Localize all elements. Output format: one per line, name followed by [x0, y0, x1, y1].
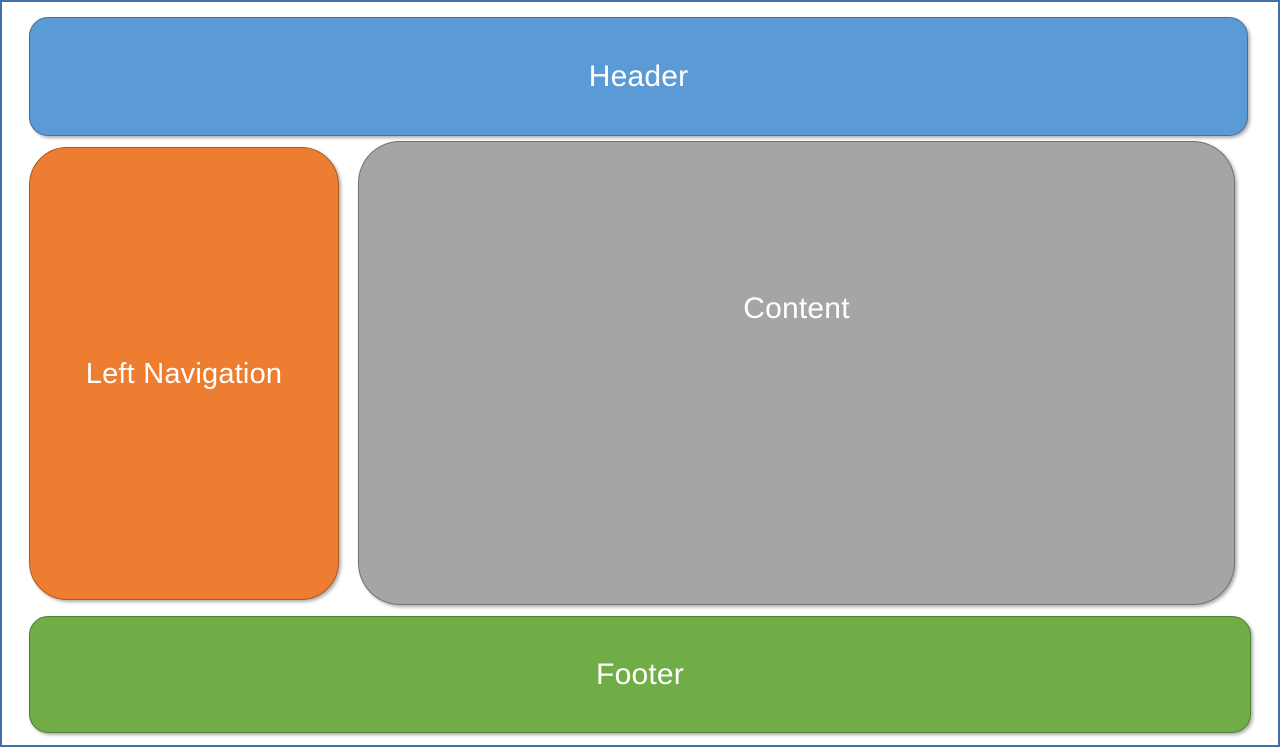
footer-block-label: Footer	[596, 657, 684, 691]
content-block-label: Content	[743, 292, 850, 325]
footer-block[interactable]: Footer	[29, 616, 1251, 733]
left-navigation-block[interactable]: Left Navigation	[29, 147, 339, 600]
left-navigation-block-label: Left Navigation	[85, 358, 283, 390]
header-block[interactable]: Header	[29, 17, 1248, 136]
header-block-label: Header	[588, 59, 689, 93]
content-block[interactable]: Content	[358, 141, 1235, 605]
